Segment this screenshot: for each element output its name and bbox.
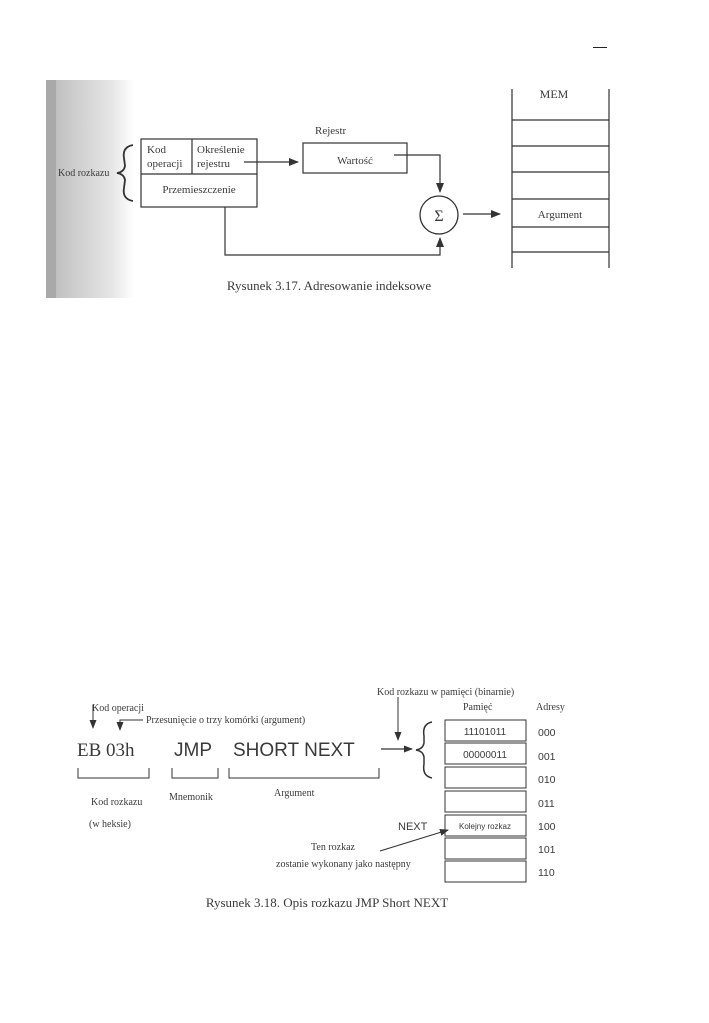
hex-code: EB 03h (77, 740, 135, 761)
code-hex-label-line1: Kod rozkazu (91, 797, 142, 808)
argument-label: Argument (274, 788, 315, 799)
displacement-cell: Przemieszczenie (162, 184, 235, 196)
register-label: Rejestr (315, 125, 346, 137)
memory-brace (415, 721, 433, 779)
address-4: 100 (538, 821, 556, 833)
opcode-label: Kod operacji (92, 703, 144, 714)
address-0: 000 (538, 727, 556, 739)
note-line1: Ten rozkaz (311, 842, 356, 853)
memory-cells (444, 719, 527, 883)
address-5: 101 (538, 844, 556, 856)
instruction-code-label: Kod rozkazu (58, 168, 109, 179)
address-6: 110 (538, 867, 555, 879)
mnemonic-label: Mnemonik (169, 792, 213, 803)
page-number-mark (593, 47, 607, 48)
code-in-memory-label: Kod rozkazu w pamięci (binarnie) (377, 687, 514, 698)
scan-shadow (46, 80, 134, 298)
sum-node (419, 195, 459, 235)
memory-column (511, 89, 610, 268)
opcode-cell-line2: operacji (147, 158, 182, 170)
address-list: 000 001 010 011 100 101 110 (538, 727, 556, 879)
register-spec-line2: rejestru (197, 158, 230, 170)
sum-symbol: Σ (434, 208, 443, 225)
memory-cell-4: Kolejny rozkaz (459, 822, 511, 831)
scan-shadow-edge (46, 80, 56, 298)
note-line2: zostanie wykonany jako następny (276, 859, 411, 870)
argument-bracket (228, 768, 380, 779)
argument: SHORT NEXT (233, 740, 355, 761)
hex-bracket (77, 768, 150, 779)
address-1: 001 (538, 751, 556, 763)
register-spec-line1: Określenie (197, 144, 245, 156)
memory-cell-1: 00000011 (463, 750, 507, 761)
register-box (302, 142, 408, 174)
instruction-box (140, 138, 258, 208)
instruction-brace (116, 144, 134, 202)
offset-label: Przesunięcie o trzy komórki (argument) (146, 715, 305, 726)
memory-label: MEM (540, 87, 569, 101)
mnemonic-bracket (171, 768, 219, 779)
memory-column-label: Pamięć (463, 702, 493, 713)
address-3: 011 (538, 798, 555, 810)
register-value: Wartość (337, 155, 373, 167)
memory-cell-0: 11101011 (464, 727, 507, 738)
figure-caption-3-18: Rysunek 3.18. Opis rozkazu JMP Short NEX… (206, 895, 448, 910)
figure-caption-3-17: Rysunek 3.17. Adresowanie indeksowe (227, 278, 431, 293)
opcode-cell-line1: Kod (147, 144, 166, 156)
address-column-label: Adresy (536, 702, 565, 713)
next-label: NEXT (398, 821, 428, 833)
address-2: 010 (538, 774, 556, 786)
mnemonic: JMP (174, 740, 212, 761)
code-hex-label-line2: (w heksie) (89, 819, 131, 830)
memory-argument-cell: Argument (538, 209, 582, 221)
